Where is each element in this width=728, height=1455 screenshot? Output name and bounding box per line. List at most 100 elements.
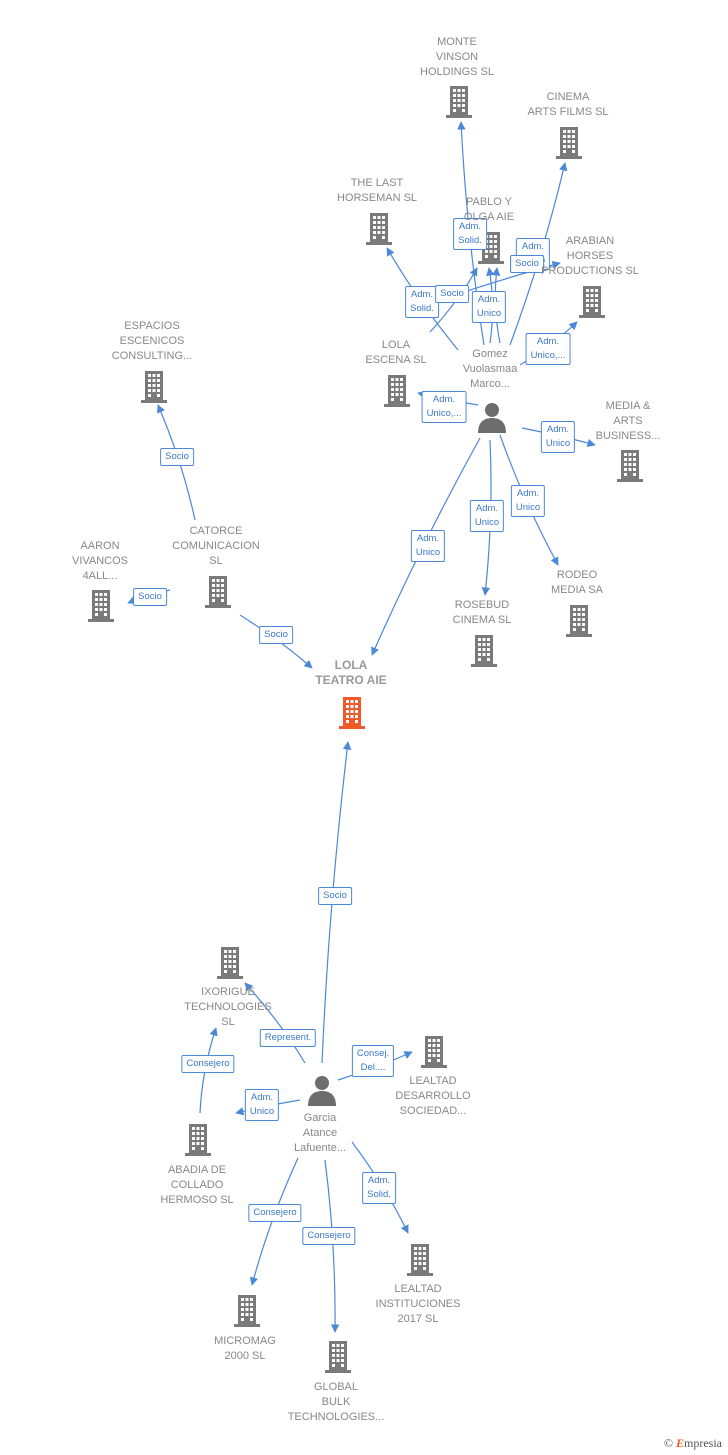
building-icon-cinema_arts[interactable] [556, 127, 582, 159]
node-label-line: OLGA AIE [463, 211, 515, 223]
node-label-line: ESCENA SL [365, 354, 427, 366]
building-icon-espacios[interactable] [141, 371, 167, 403]
node-label-line: HOLDINGS SL [420, 66, 494, 78]
building-icon-monte_vinson[interactable] [446, 86, 472, 118]
node-label-line: HORSES [566, 250, 614, 262]
relation-label: Represent. [259, 1029, 317, 1047]
node-label-line: ESCENICOS [119, 335, 185, 347]
building-icon-ixorigue[interactable] [217, 947, 243, 979]
relation-label-line: Adm. [521, 241, 545, 252]
node-label-pablo_olga[interactable]: PABLO Y OLGA AIE [464, 195, 514, 225]
relation-label: Consejero [181, 1055, 235, 1073]
building-icon-lealtad_inst[interactable] [407, 1244, 433, 1276]
node-label-line: HORSEMAN SL [336, 192, 418, 204]
node-label-line: Vuolasmaa [462, 363, 518, 375]
node-label-line: Atance [302, 1127, 338, 1139]
relation-label-line: Solid. [410, 303, 434, 314]
relation-label: Adm.Unico [410, 530, 446, 562]
node-label-line: LOLA [381, 339, 411, 351]
node-label-line: MEDIA SA [551, 584, 603, 596]
node-label-espacios[interactable]: ESPACIOS ESCENICOS CONSULTING... [112, 319, 192, 364]
relation-label-line: Adm. [367, 1175, 391, 1186]
relation-label: Socio [510, 255, 544, 273]
node-label-line: SL [209, 555, 223, 567]
node-label-line: MICROMAG [214, 1335, 276, 1347]
building-icon-catorce[interactable] [205, 576, 231, 608]
building-icon-lealtad_desarrollo[interactable] [421, 1036, 447, 1068]
node-label-line: ARTS FILMS SL [527, 106, 609, 118]
relation-label: Consejero [248, 1204, 302, 1222]
building-icon-rodeo[interactable] [566, 605, 592, 637]
relation-label-line: Unico,... [530, 350, 566, 361]
building-icon-arabian_horses[interactable] [579, 286, 605, 318]
node-label-line: IXORIGUE [201, 986, 255, 998]
building-icon-aaron[interactable] [88, 590, 114, 622]
relation-label-line: Adm. [410, 289, 434, 300]
node-label-line: SL [221, 1016, 235, 1028]
building-icon-abadia[interactable] [185, 1124, 211, 1156]
relation-label-line: Socio [165, 451, 189, 462]
node-label-line: RODEO [556, 569, 598, 581]
relation-label-line: Unico [476, 308, 502, 319]
node-label-line: Garcia [303, 1112, 337, 1124]
node-label-line: GLOBAL [313, 1381, 359, 1393]
node-label-line: TECHNOLOGIES [184, 1001, 272, 1013]
node-label-line: PABLO Y [465, 196, 513, 208]
node-label-line: PRODUCTIONS SL [541, 265, 639, 277]
node-label-line: CINEMA [546, 91, 590, 103]
node-label-cinema_arts[interactable]: CINEMA ARTS FILMS SL [527, 90, 608, 120]
node-label-line: Marco... [470, 378, 510, 390]
relation-label-line: Adm. [516, 488, 540, 499]
node-label-line: SOCIEDAD... [399, 1105, 467, 1117]
node-label-line: ESPACIOS [124, 320, 180, 332]
node-label-line: BUSINESS... [595, 430, 661, 442]
person-icon-garcia[interactable] [308, 1076, 336, 1106]
node-label-line: AARON [80, 540, 120, 552]
relation-label-line: Unico [545, 438, 571, 449]
building-icon-the_last_horseman[interactable] [366, 213, 392, 245]
relation-label-line: Adm. [416, 533, 440, 544]
person-icon-gomez[interactable] [478, 403, 506, 433]
relation-label-line: Represent. [264, 1032, 312, 1043]
node-label-rodeo[interactable]: RODEO MEDIA SA [551, 568, 603, 598]
node-label-lola_escena[interactable]: LOLA ESCENA SL [365, 338, 426, 368]
building-icon-rosebud[interactable] [471, 635, 497, 667]
relation-label-line: Adm. [536, 336, 560, 347]
relation-label: Adm. Unico,... [525, 333, 571, 365]
node-label-media_arts[interactable]: MEDIA & ARTS BUSINESS... [596, 399, 661, 444]
node-label-line: VIVANCOS [71, 555, 129, 567]
node-label-line: LEALTAD [409, 1075, 457, 1087]
relation-label: Socio [160, 448, 194, 466]
relation-label-line: Unico [249, 1106, 275, 1117]
node-label-ixorigue[interactable]: IXORIGUE TECHNOLOGIES SL [184, 985, 271, 1030]
relation-label: Socio [435, 285, 469, 303]
building-icon-micromag[interactable] [234, 1295, 260, 1327]
node-label-line: ARTS [613, 415, 643, 427]
relation-label-line: Adm. [546, 424, 570, 435]
building-icon-media_arts[interactable] [617, 450, 643, 482]
relation-label-line: Consejero [307, 1230, 351, 1241]
node-label-line: MONTE [437, 36, 477, 48]
node-label-line: CONSULTING... [111, 350, 193, 362]
building-icon-lola_escena[interactable] [384, 375, 410, 407]
relation-label-line: Adm. [458, 221, 482, 232]
node-label-line: MEDIA & [605, 400, 651, 412]
relation-label-line: Socio [515, 258, 539, 269]
building-icon-global_bulk[interactable] [325, 1341, 351, 1373]
node-label-line: Gomez [472, 348, 508, 360]
building-icon-lola_teatro[interactable] [339, 697, 365, 729]
